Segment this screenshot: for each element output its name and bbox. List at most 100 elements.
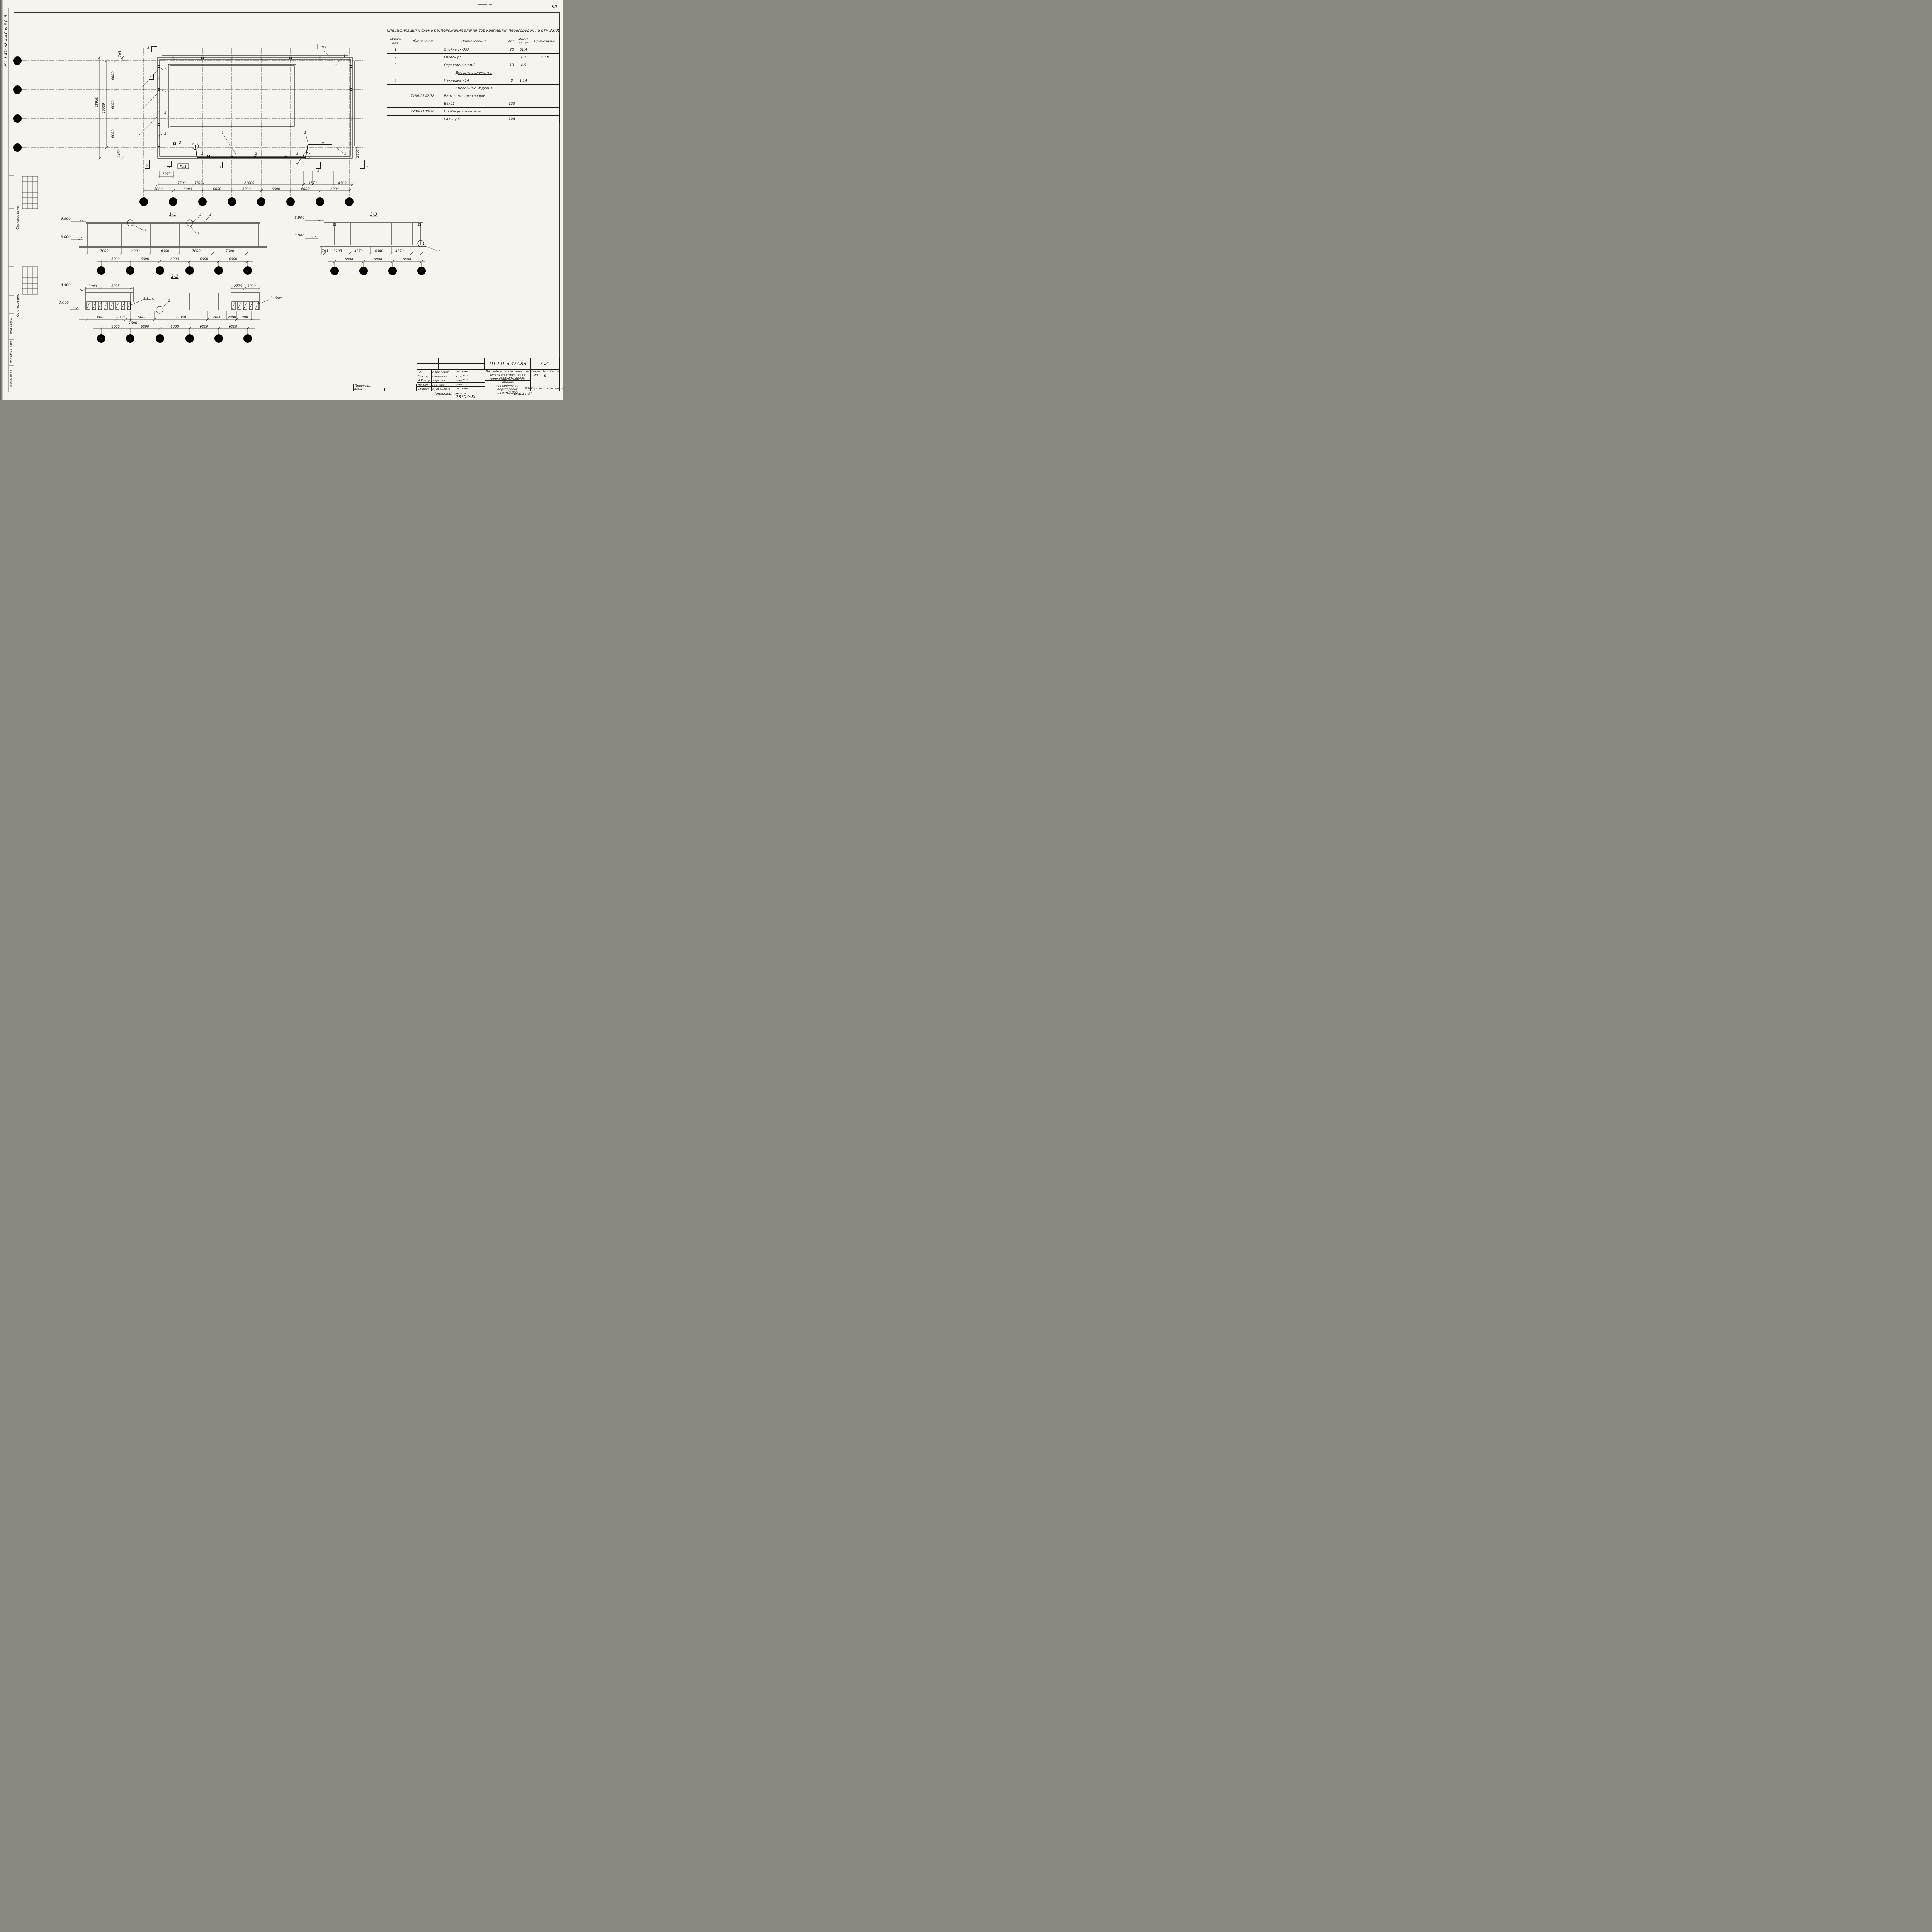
- dim-label: 2: [296, 152, 298, 156]
- dim-label: 6000: [97, 316, 105, 320]
- elevation-mark: 6.900: [61, 217, 71, 221]
- margin-col-podpis: Подпись и дата: [10, 341, 13, 363]
- dim-label: 4500: [338, 181, 347, 185]
- axis-bubble: [359, 267, 368, 275]
- spec-cell: 2: [387, 53, 404, 61]
- dim-label: 2: [179, 141, 181, 145]
- spec-cell: [507, 92, 517, 100]
- attachment-cell: Привязан: Инв.№: [353, 384, 417, 391]
- axis-bubble: [13, 85, 22, 94]
- dim-label: 6000: [141, 325, 149, 329]
- dim-label: 2: [164, 111, 166, 115]
- sheet-title-line: тов крепления перегородок: [496, 384, 519, 391]
- plan-leader-lines: [139, 49, 344, 164]
- section-title: 2-2: [171, 274, 179, 279]
- margin-agreed-label: Согласовано: [16, 293, 20, 317]
- spec-cell: 3: [387, 61, 404, 69]
- spec-cell: [530, 46, 560, 54]
- axis-bubble: [97, 266, 105, 275]
- sheets-header: Листов: [549, 370, 559, 373]
- dim-label: 6000: [161, 249, 169, 253]
- axis-bubble: [13, 143, 22, 152]
- spec-cell: 105м: [530, 53, 560, 61]
- plan-partition-line: [158, 144, 332, 158]
- stamp-code: 23303-05: [456, 394, 476, 400]
- spec-cell: [530, 115, 560, 123]
- view-label: По5: [180, 165, 187, 169]
- titleblock-cell: Зав.отд.: [417, 374, 432, 378]
- titleblock-cell: Ст.инж.: [417, 387, 432, 391]
- axis-bubble: [126, 266, 134, 275]
- dim-label: 2: [146, 164, 148, 168]
- stage-block: Стадия Лист Листов РП 6: [530, 369, 560, 378]
- spec-cell: [387, 107, 404, 116]
- dim-label: 2450: [117, 149, 121, 158]
- titleblock-cell: [471, 387, 485, 391]
- axis-bubble-label: 5: [189, 337, 191, 341]
- spec-cell: [507, 107, 517, 116]
- spec-cell: [387, 84, 404, 92]
- stage-header-row: Стадия Лист Листов: [531, 370, 559, 374]
- junction-circle: [127, 219, 134, 226]
- organization-cell: ЦНИИпроектлегконструкция: [525, 378, 563, 391]
- approval-grids: [9, 175, 38, 366]
- spec-cell: [530, 107, 560, 116]
- format-note: ФорматА2: [514, 392, 533, 396]
- axis-bubble: [185, 266, 194, 275]
- dim-label: 3000: [247, 284, 256, 288]
- dim-label: 21000: [244, 181, 254, 185]
- signature-squiggle: [456, 375, 468, 377]
- axis-bubble-label: 2: [100, 269, 102, 273]
- signature-squiggle: [454, 392, 466, 395]
- spec-cell: ная шу-6: [441, 115, 507, 123]
- spec-cell: [530, 69, 560, 77]
- dim-label: 1: [197, 232, 199, 236]
- page-number-value: 90: [552, 4, 557, 9]
- dim-label: 4: [296, 163, 298, 167]
- spec-cell: 1: [387, 46, 404, 54]
- titleblock-cell: ГИП: [417, 370, 432, 374]
- titleblock-cell: [471, 374, 485, 378]
- frame-border: [14, 12, 560, 391]
- axis-bubble: [214, 266, 223, 275]
- project-name-cell: Бассейн в легких металли- ческих констру…: [485, 369, 530, 380]
- dim-label: 2: [168, 299, 170, 303]
- axis-bubble: [330, 267, 339, 275]
- spec-cell: [507, 84, 517, 92]
- section-2-2-structure: [85, 287, 260, 310]
- spec-cell: [404, 77, 441, 85]
- dim-label: 3,8шт.: [143, 297, 155, 301]
- axis-bubble: [156, 334, 164, 343]
- spec-cell: [404, 100, 441, 108]
- signature-squiggle: [456, 371, 468, 372]
- dim-label: 6000: [184, 187, 192, 191]
- axis-bubble-label: Б: [420, 269, 423, 273]
- sheet-title-cell: Схема расположения элемен- тов крепления…: [485, 377, 530, 395]
- drawing-code-cell: АС4: [530, 358, 560, 369]
- dim-label: 2: [255, 152, 257, 156]
- axis-bubble-label: 2: [100, 337, 102, 341]
- titleblock-cell: Н.Контр.: [417, 378, 432, 382]
- dim-label: 6000: [154, 187, 163, 191]
- dim-label: 2: [209, 213, 211, 217]
- elevation-mark: 3.000: [294, 234, 304, 238]
- stage-header: Стадия: [531, 370, 541, 374]
- axis-bubble: [13, 114, 22, 123]
- dim-label: 1000: [129, 321, 137, 325]
- plan-section-marks: [145, 46, 365, 169]
- dim-label: 6000: [111, 325, 120, 329]
- spec-cell: [517, 69, 530, 77]
- elevation-mark: 6.900: [294, 216, 304, 220]
- dim-label: 6000: [111, 71, 115, 80]
- axis-bubble: [156, 266, 164, 275]
- axis-bubble-label: Д: [333, 269, 336, 273]
- spec-cell: [404, 53, 441, 61]
- dim-label: 6000: [111, 257, 120, 261]
